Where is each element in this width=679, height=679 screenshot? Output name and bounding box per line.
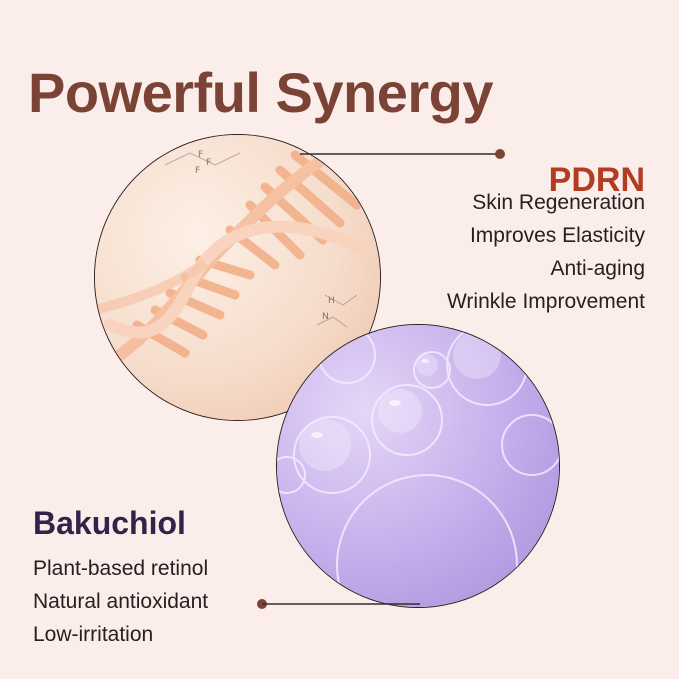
pdrn-connector-line bbox=[300, 149, 505, 159]
pdrn-heading: PDRN bbox=[548, 161, 645, 200]
dna-helix-illustration: F F F H N bbox=[95, 139, 371, 371]
bakuchiol-benefit-item: Low-irritation bbox=[33, 623, 154, 646]
oil-bubbles-image bbox=[277, 325, 559, 607]
pdrn-benefit-item: Improves Elasticity bbox=[469, 224, 645, 247]
pdrn-benefit-item: Wrinkle Improvement bbox=[446, 290, 645, 313]
svg-text:F: F bbox=[198, 150, 203, 160]
svg-text:N: N bbox=[322, 312, 329, 322]
svg-text:H: H bbox=[328, 296, 335, 306]
pdrn-benefit-list: Skin Regeneration Improves Elasticity An… bbox=[447, 186, 645, 318]
pdrn-connector-dot bbox=[495, 149, 505, 159]
bakuchiol-benefit-item: Natural antioxidant bbox=[33, 590, 209, 613]
bakuchiol-connector-line bbox=[257, 599, 420, 609]
page-title: Powerful Synergy bbox=[28, 60, 494, 124]
svg-text:F: F bbox=[206, 158, 211, 168]
oil-bubbles-illustration bbox=[277, 325, 559, 607]
bakuchiol-heading: Bakuchiol bbox=[33, 504, 186, 541]
pdrn-benefit-item: Anti-aging bbox=[550, 257, 645, 280]
pdrn-benefit-item: Skin Regeneration bbox=[472, 191, 645, 214]
bakuchiol-benefit-item: Plant-based retinol bbox=[33, 557, 209, 580]
bakuchiol-benefit-list: Plant-based retinol Natural antioxidant … bbox=[33, 552, 208, 651]
svg-text:F: F bbox=[195, 166, 200, 176]
dna-helix-image: F F F H N bbox=[95, 135, 380, 420]
